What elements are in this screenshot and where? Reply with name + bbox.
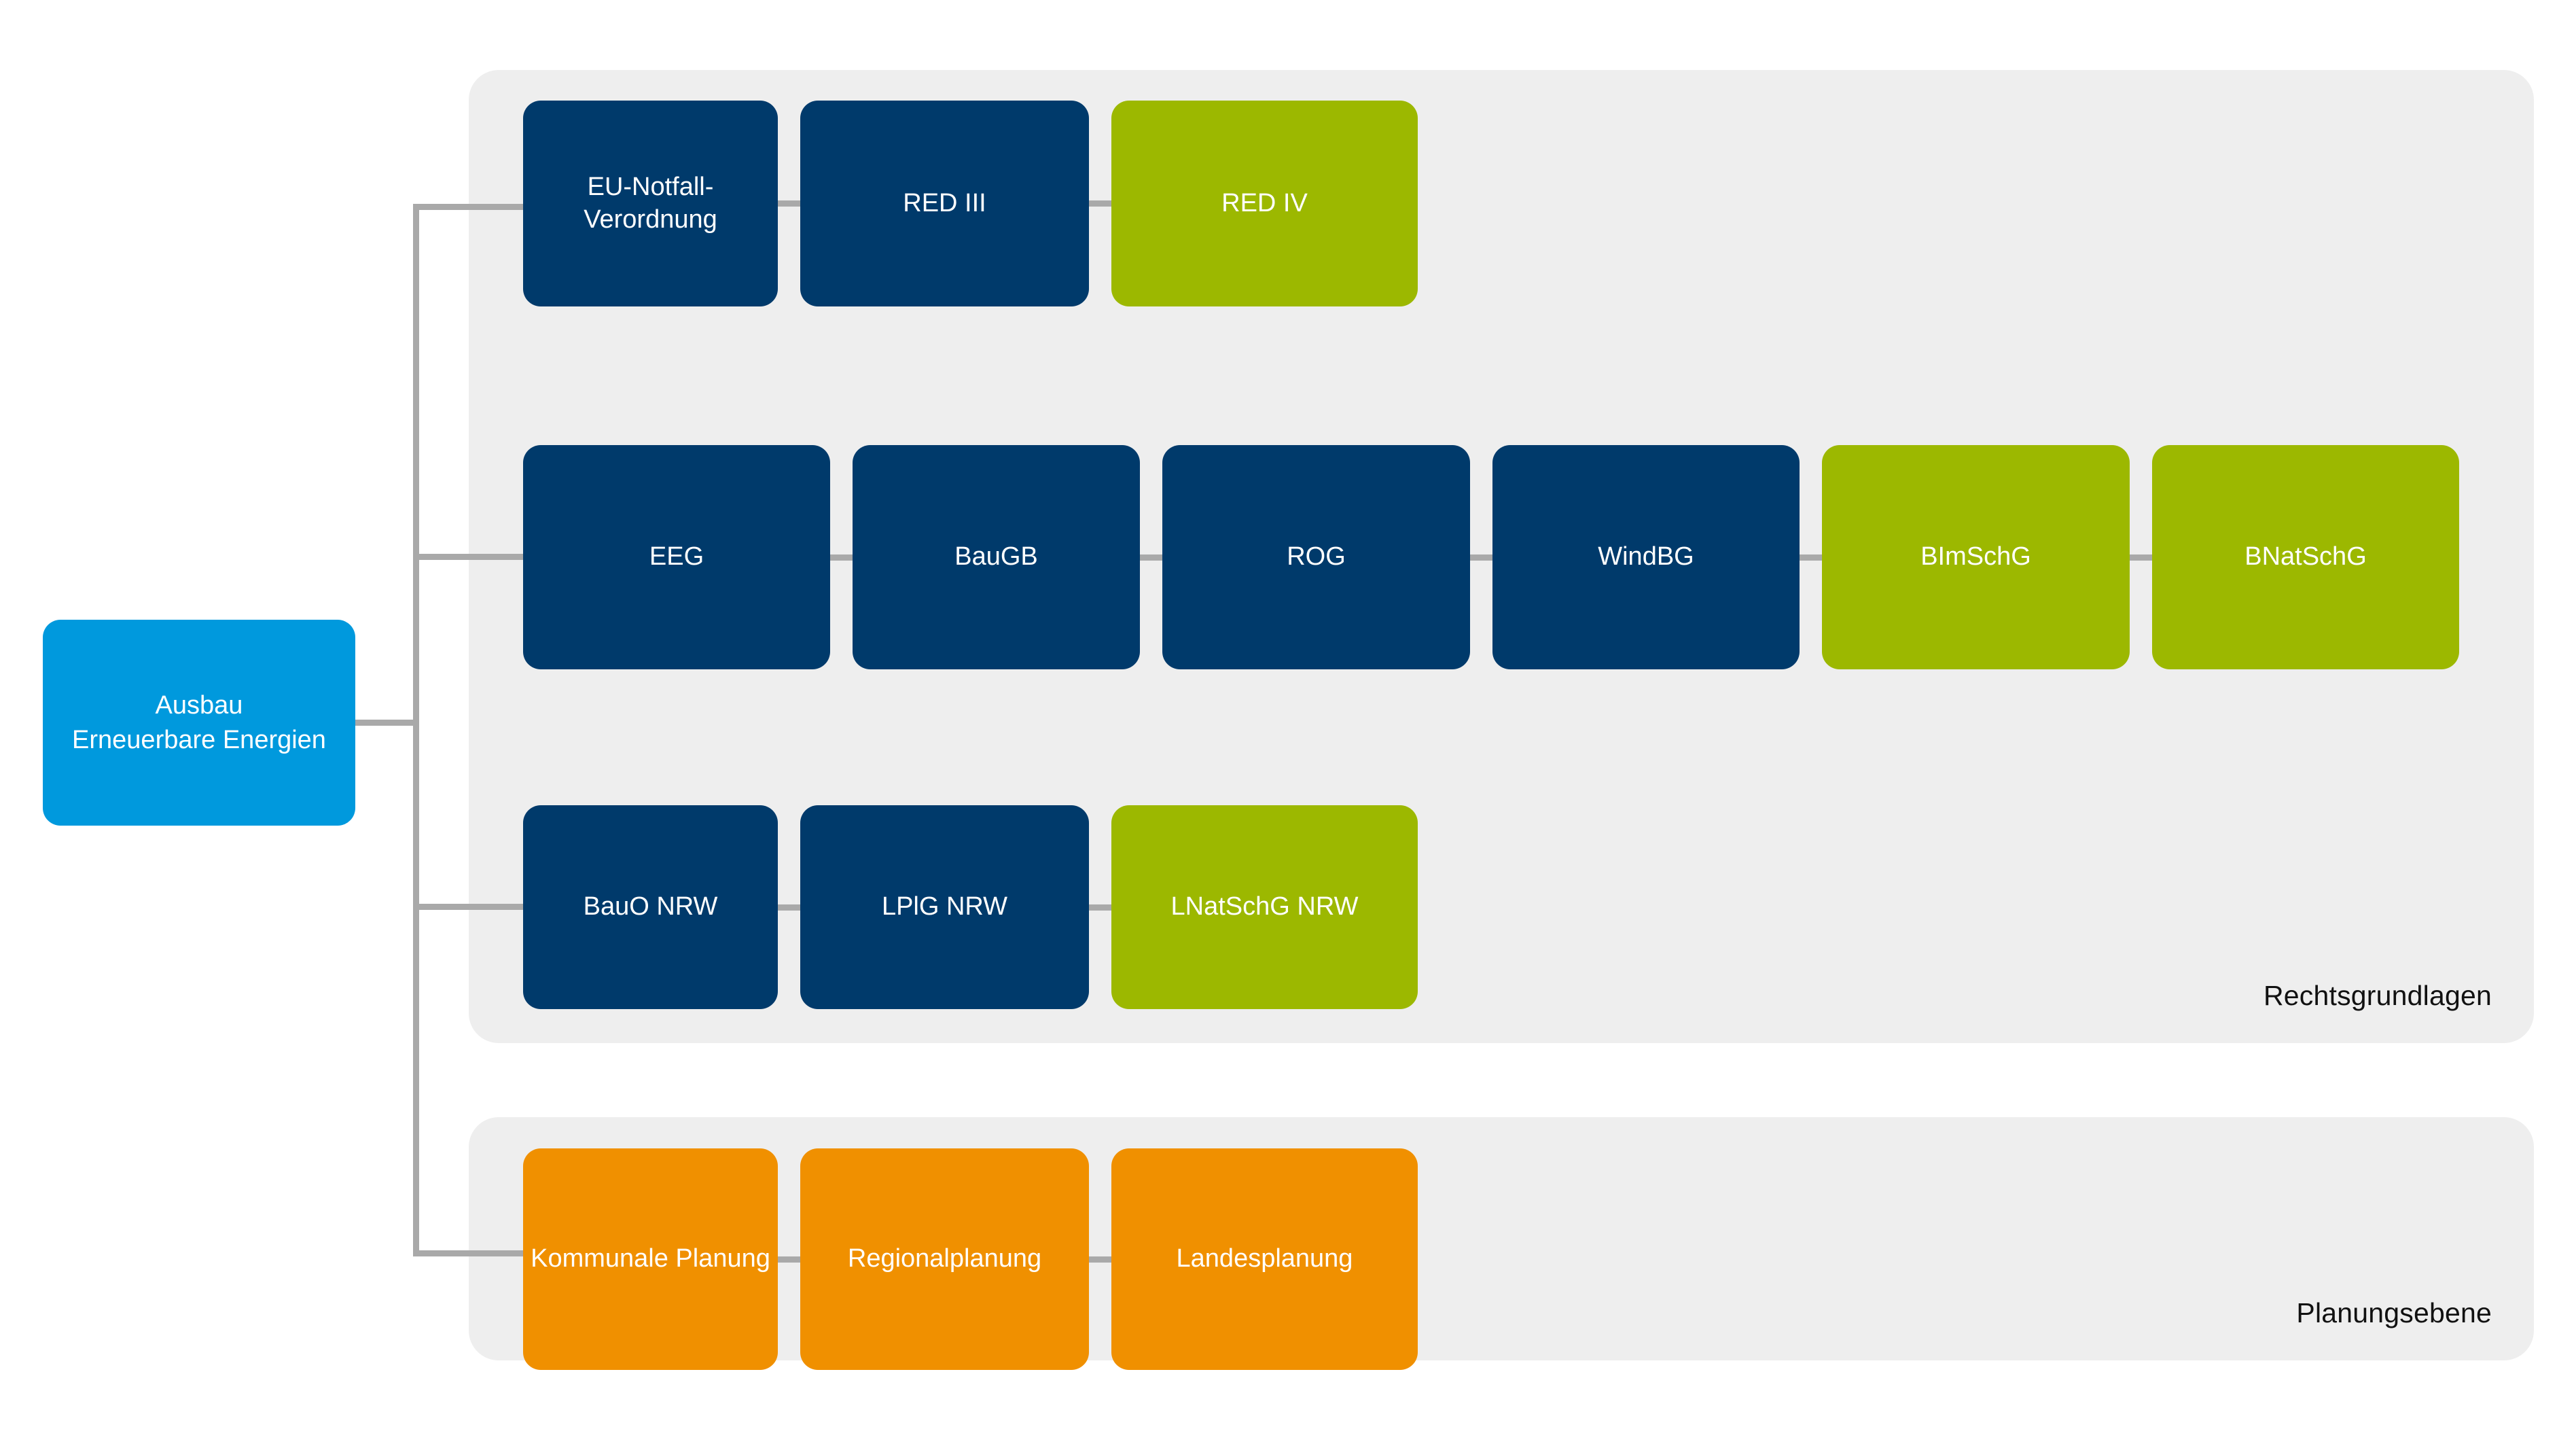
connector-between-nodes xyxy=(1800,554,1822,561)
connector-between-nodes xyxy=(1089,904,1111,911)
panel-label-planungsebene: Planungsebene xyxy=(2296,1297,2492,1328)
connector-between-nodes xyxy=(778,904,800,911)
connector-between-nodes xyxy=(778,1256,800,1263)
connector-branch-row-3 xyxy=(413,904,534,910)
connector-between-nodes xyxy=(2130,554,2152,561)
connector-branch-row-4 xyxy=(413,1250,534,1256)
connector-between-nodes xyxy=(1089,1256,1111,1263)
node-baugb[interactable]: BauGB xyxy=(853,445,1140,669)
connector-branch-row-1 xyxy=(413,204,534,210)
node-bauo-nrw[interactable]: BauO NRW xyxy=(523,805,778,1009)
node-landesplanung[interactable]: Landesplanung xyxy=(1111,1148,1418,1370)
connector-between-nodes xyxy=(830,554,853,561)
connector-root-stub xyxy=(355,720,419,726)
node-eeg[interactable]: EEG xyxy=(523,445,830,669)
connector-branch-row-2 xyxy=(413,554,534,560)
node-root-ausbau-erneuerbare-energien[interactable]: Ausbau Erneuerbare Energien xyxy=(43,620,355,826)
connector-between-nodes xyxy=(778,200,800,207)
node-red-iv[interactable]: RED IV xyxy=(1111,101,1418,306)
node-lplg-nrw[interactable]: LPlG NRW xyxy=(800,805,1089,1009)
connector-between-nodes xyxy=(1470,554,1492,561)
connector-between-nodes xyxy=(1140,554,1162,561)
node-rog[interactable]: ROG xyxy=(1162,445,1470,669)
connector-trunk xyxy=(413,204,419,1254)
node-windbg[interactable]: WindBG xyxy=(1492,445,1800,669)
node-red-iii[interactable]: RED III xyxy=(800,101,1089,306)
node-regionalplanung[interactable]: Regionalplanung xyxy=(800,1148,1089,1370)
node-eu-notfall-verordnung[interactable]: EU-Notfall-Verordnung xyxy=(523,101,778,306)
node-bnatschg[interactable]: BNatSchG xyxy=(2152,445,2459,669)
panel-label-rechtsgrundlagen: Rechtsgrundlagen xyxy=(2264,980,2492,1011)
node-bimschg[interactable]: BImSchG xyxy=(1822,445,2130,669)
node-lnatschg-nrw[interactable]: LNatSchG NRW xyxy=(1111,805,1418,1009)
node-kommunale-planung[interactable]: Kommunale Planung xyxy=(523,1148,778,1370)
connector-between-nodes xyxy=(1089,200,1111,207)
